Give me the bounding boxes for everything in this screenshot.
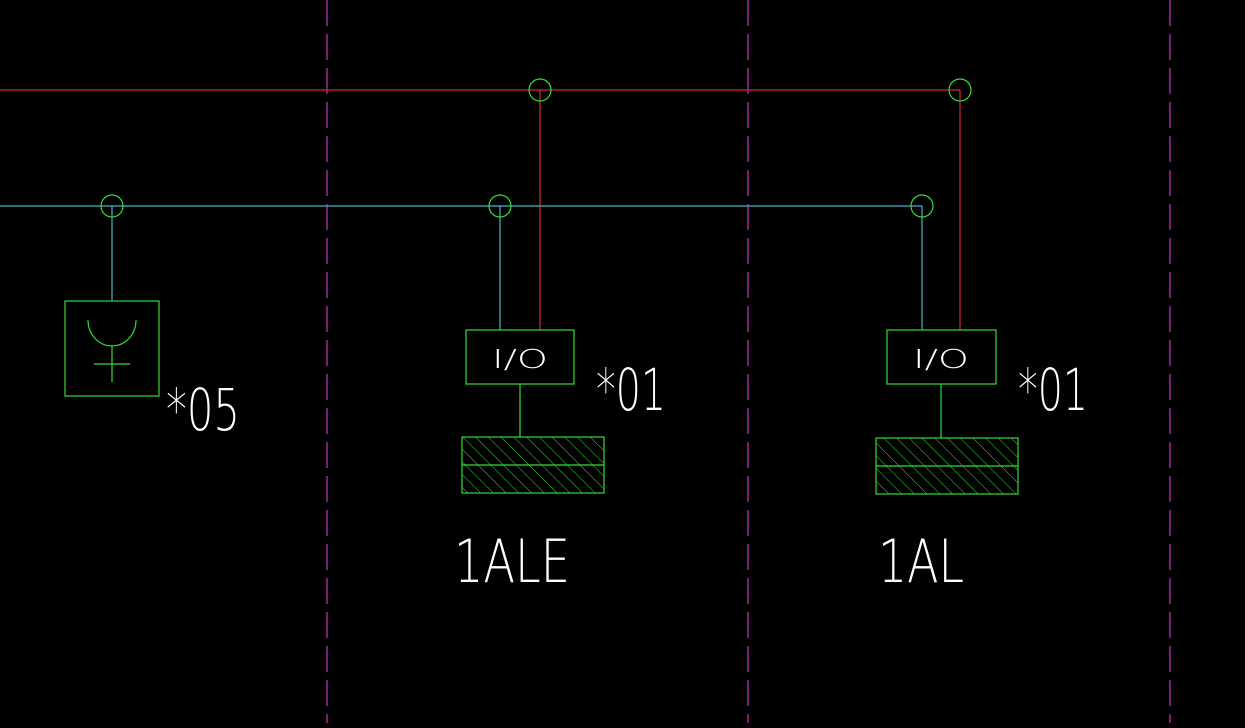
junction-node	[488, 194, 512, 218]
io-module-2-label: *01	[1018, 356, 1088, 424]
socket-device-label: *05	[166, 376, 240, 444]
junction-node	[948, 78, 972, 102]
io-module-text: I/O	[913, 345, 969, 375]
io-module-1: I/O	[461, 329, 605, 494]
socket-box	[64, 300, 160, 397]
socket-device	[64, 300, 160, 397]
io-module-1-label: *01	[596, 356, 666, 424]
junction-node	[528, 78, 552, 102]
junctions	[100, 78, 972, 218]
socket-icon	[87, 319, 137, 347]
panel-label-1al: 1AL	[878, 527, 964, 597]
io-module-2: I/O	[875, 329, 1019, 495]
cyan-bus	[0, 205, 923, 330]
panel-label-1ale: 1ALE	[454, 527, 570, 597]
grid-lines	[326, 0, 1171, 723]
junction-node	[100, 194, 124, 218]
io-module-text: I/O	[492, 345, 548, 375]
junction-node	[910, 194, 934, 218]
red-bus	[0, 89, 961, 330]
